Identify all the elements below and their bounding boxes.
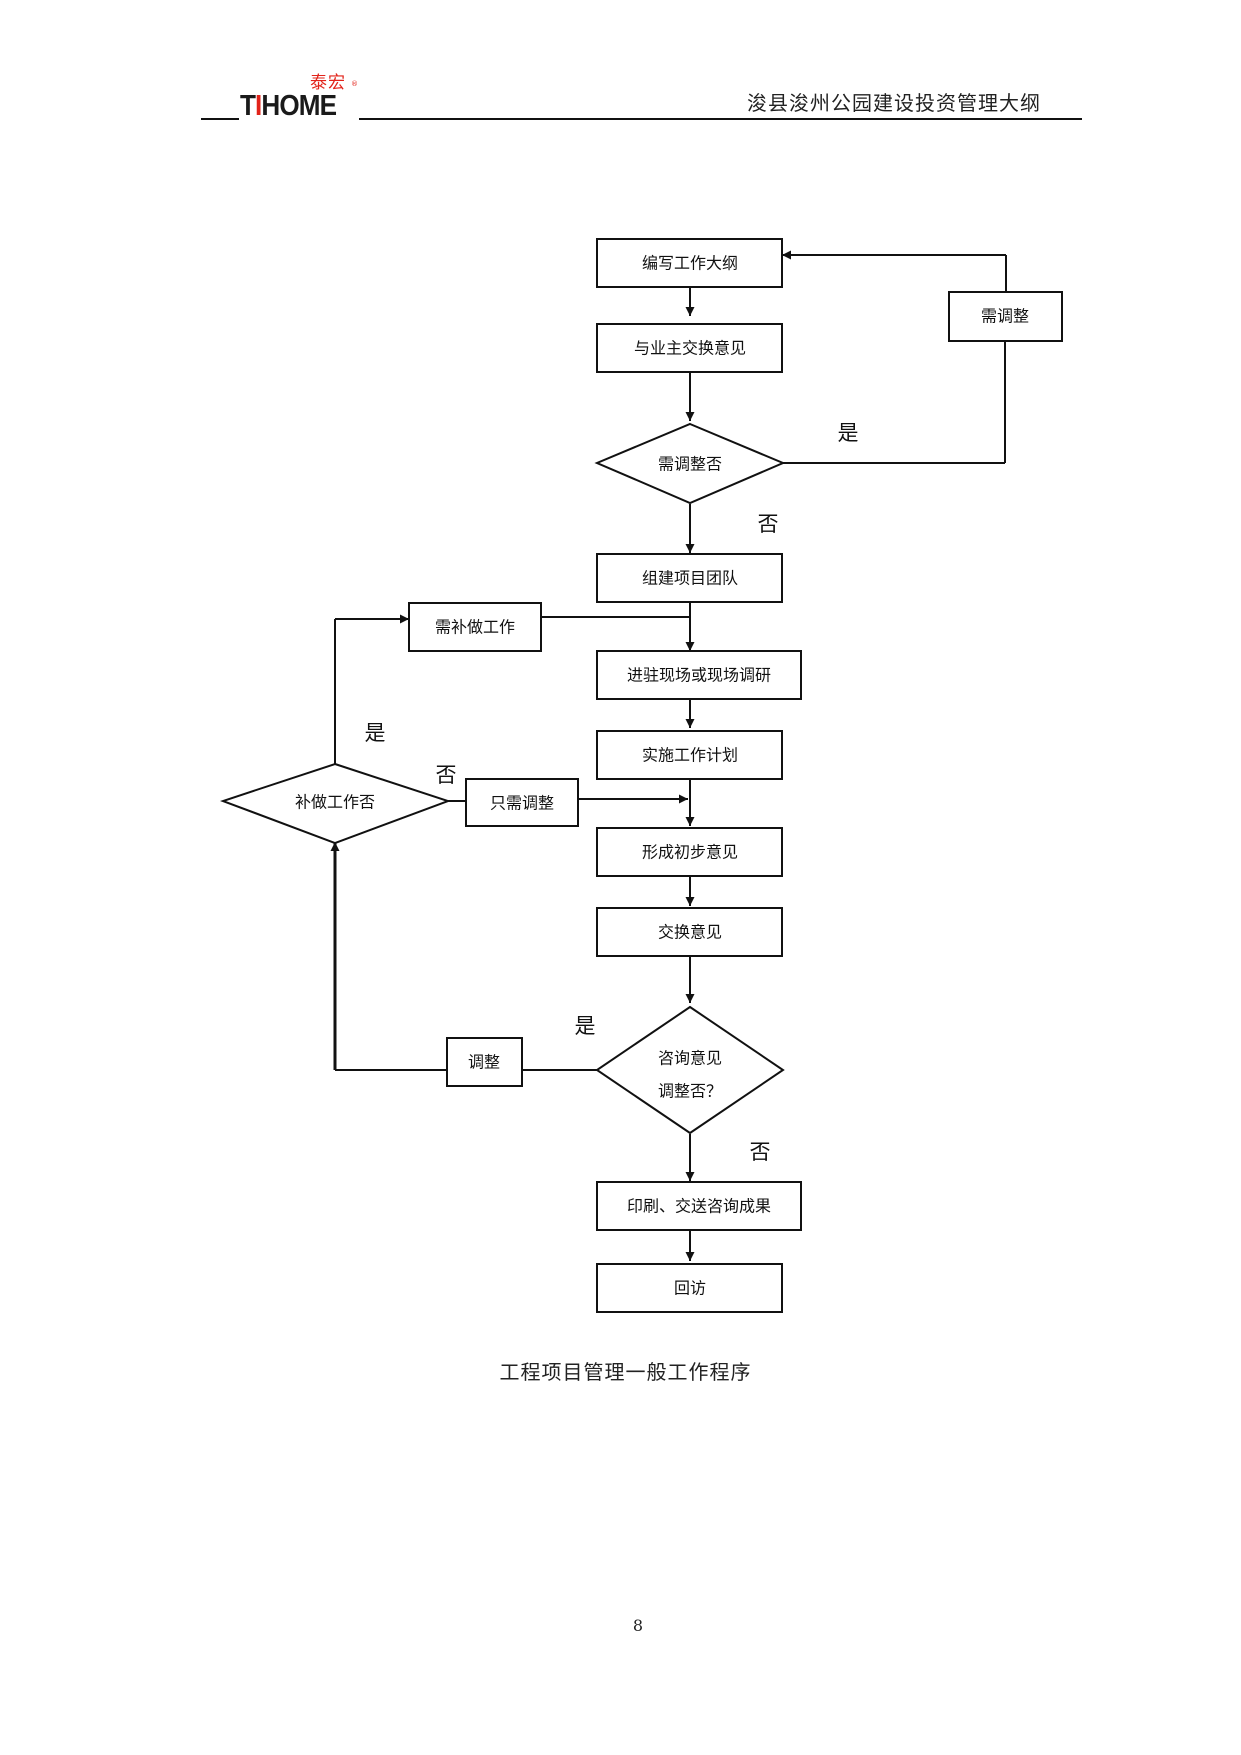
edge-label-yes-top: 是	[838, 421, 859, 445]
node-need-adjust	[948, 291, 1063, 342]
node-need-supplement	[408, 602, 542, 652]
node-implement-plan	[596, 730, 783, 780]
node-need-adjust-label: 需调整	[981, 307, 1029, 326]
header-rule-right	[359, 118, 1082, 120]
node-need-adjust-decision	[594, 422, 786, 505]
node-form-team-label: 组建项目团队	[642, 569, 738, 588]
node-only-adjust-label: 只需调整	[490, 794, 554, 813]
edge-label-no-left: 否	[436, 763, 457, 787]
node-consult-decision-label-line1: 咨询意见	[658, 1049, 722, 1068]
node-exchange-with-owner-label: 与业主交换意见	[634, 339, 746, 358]
document-title: 浚县浚州公园建设投资管理大纲	[747, 91, 1041, 115]
edge-label-yes-consult: 是	[575, 1014, 596, 1038]
node-supplement-decision-label: 补做工作否	[295, 793, 375, 812]
node-site-research	[596, 650, 802, 700]
node-consult-decision	[595, 1005, 785, 1135]
node-preliminary-opinion	[596, 827, 783, 877]
node-adjust-label: 调整	[468, 1053, 500, 1072]
node-write-outline-label: 编写工作大纲	[642, 254, 738, 273]
node-revisit	[596, 1263, 783, 1313]
node-supplement-decision	[219, 762, 452, 845]
node-write-outline	[596, 238, 783, 288]
node-exchange-opinion-label: 交换意见	[658, 923, 722, 942]
company-logo: 泰宏 ® TIHOME	[240, 74, 360, 124]
node-revisit-label: 回访	[674, 1279, 706, 1298]
edge-label-no-consult: 否	[750, 1140, 771, 1164]
node-adjust	[446, 1037, 523, 1087]
edge-label-no-top: 否	[758, 512, 779, 536]
node-need-supplement-label: 需补做工作	[435, 618, 515, 637]
node-preliminary-opinion-label: 形成初步意见	[642, 843, 738, 862]
header-rule-left	[201, 118, 239, 120]
node-print-deliver	[596, 1181, 802, 1231]
node-exchange-with-owner	[596, 323, 783, 373]
node-form-team	[596, 553, 783, 603]
edge-label-yes-left: 是	[365, 721, 386, 745]
node-site-research-label: 进驻现场或现场调研	[627, 666, 771, 685]
logo-wordmark: TIHOME	[240, 90, 337, 122]
node-implement-plan-label: 实施工作计划	[642, 746, 738, 765]
logo-wordmark-suffix: HOME	[261, 90, 337, 122]
page-header: 泰宏 ® TIHOME 浚县浚州公园建设投资管理大纲	[0, 0, 1241, 130]
logo-chinese-name: 泰宏	[310, 73, 346, 93]
logo-registered-mark: ®	[351, 80, 358, 88]
node-need-adjust-decision-label: 需调整否	[658, 455, 722, 474]
logo-wordmark-prefix: T	[240, 90, 256, 122]
logo-wordmark-accent: I	[255, 90, 262, 122]
page-number: 8	[632, 1616, 644, 1635]
node-consult-decision-label-line2: 调整否？	[658, 1082, 722, 1101]
node-exchange-opinion	[596, 907, 783, 957]
node-only-adjust	[465, 778, 579, 827]
figure-caption: 工程项目管理一般工作程序	[499, 1360, 752, 1384]
node-print-deliver-label: 印刷、交送咨询成果	[627, 1197, 771, 1216]
